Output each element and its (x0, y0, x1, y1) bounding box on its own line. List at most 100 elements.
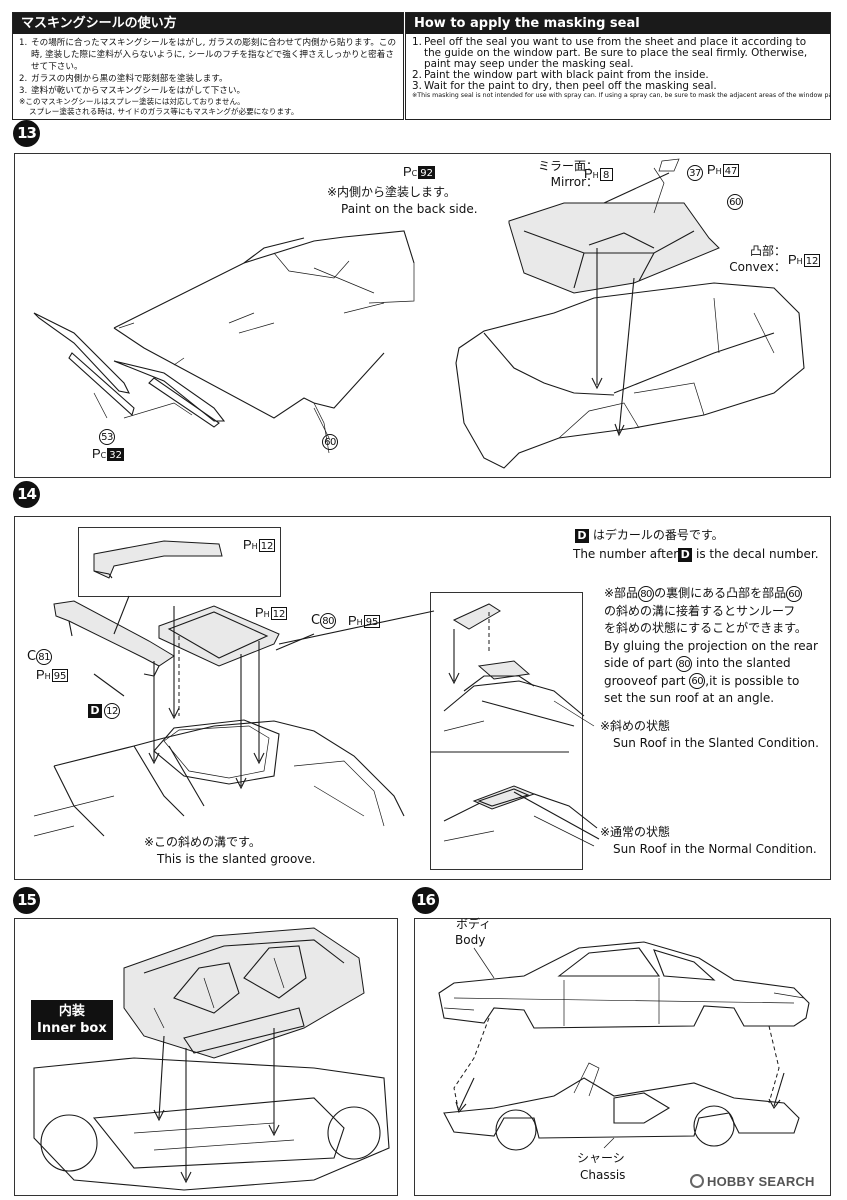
mirror-label-en: Mirror： (550, 175, 598, 189)
normal-condition-en: Sun Roof in the Normal Condition. (613, 842, 817, 856)
step-14-badge: 14 (13, 481, 40, 508)
decal-symbol: D (575, 528, 589, 543)
step-13-panel (14, 153, 831, 478)
note-text: ,it is possible to (705, 673, 800, 688)
paint-code-prefix: P (243, 537, 252, 552)
paint-code-prefix: P (403, 164, 412, 179)
step-13-windshield-drawing (33, 158, 805, 469)
step-14-panel (14, 516, 831, 880)
paint-code-number: 8 (599, 168, 613, 181)
paint-code-prefix: P (348, 613, 357, 628)
step-text: Wait for the paint to dry, then peel off… (424, 80, 717, 92)
part-sprue-letter: C (27, 649, 37, 664)
angle-note-line: side of part 80 into the slanted (604, 655, 818, 673)
note-text: into the slanted (696, 656, 791, 670)
masking-note-en: ※This masking seal is not intended for u… (412, 92, 831, 99)
paint-code-type: C (100, 451, 107, 460)
paint-code-type: H (592, 171, 599, 180)
mirror-label-jp: ミラー面： (537, 159, 598, 173)
groove-note-jp: ※この斜めの溝です。 (144, 835, 261, 849)
paint-code-prefix: P (36, 667, 45, 682)
decal-note-en-text: The number after (573, 547, 679, 561)
step-15-interior-drawing (33, 927, 390, 1191)
hobby-search-watermark: HOBBY SEARCH (690, 1174, 815, 1189)
masking-steps-jp: 1.その場所に合ったマスキングシールをはがし, ガラスの彫刻に合わせて内側から貼… (19, 37, 397, 97)
step-14-sunroof-drawing (33, 540, 600, 847)
paint-code-number: 12 (803, 254, 821, 267)
note-text: ※部品 (604, 586, 639, 600)
body-label-en: Body (455, 933, 486, 947)
masking-title-en: How to apply the masking seal (406, 13, 830, 34)
part-number: 60 (786, 585, 803, 602)
masking-note-jp-2: スプレー塗装される時は, サイドのガラス等にもマスキングが必要になります。 (29, 106, 299, 116)
inner-box-label-jp: 内装 (58, 1004, 85, 1019)
spoiler-inset (78, 527, 281, 597)
masking-instructions-jp: マスキングシールの使い方 1.その場所に合ったマスキングシールをはがし, ガラス… (12, 12, 404, 120)
masking-steps-en: 1.Peel off the seal you want to use from… (412, 37, 824, 92)
back-side-note-en: Paint on the back side. (341, 202, 478, 216)
decal-note-jp: D はデカールの番号です。 (575, 527, 724, 544)
paint-code-type: C (411, 169, 418, 178)
note-text: side of part (604, 656, 673, 670)
body-label-jp: ボディ (456, 917, 492, 931)
chassis-label-en: Chassis (580, 1168, 626, 1182)
step-text: ガラスの内側から黒の塗料で彫刻部を塗装します。 (31, 74, 228, 84)
masking-note-jp-1: ※このマスキングシールはスプレー塗装には対応しておりません。 (19, 97, 245, 106)
sunroof-condition-inset (430, 592, 583, 870)
step-index: 1. (412, 36, 422, 48)
part-number: 80 (638, 585, 655, 602)
back-side-note-jp: ※内側から塗装します。 (327, 185, 456, 199)
masking-step-jp: 1.その場所に合ったマスキングシールをはがし, ガラスの彫刻に合わせて内側から貼… (19, 37, 397, 73)
paint-code-type: H (263, 610, 270, 619)
decal-note-jp-text: はデカールの番号です。 (592, 528, 724, 542)
step-16-panel (414, 918, 831, 1196)
step-16-assembly-drawing (438, 941, 810, 1151)
part-sprue-letter: C (311, 613, 321, 628)
paint-code-number: 12 (270, 607, 288, 620)
paint-code-type: H (356, 618, 363, 627)
paint-code-type: H (796, 257, 803, 266)
step-index: 3. (412, 80, 422, 92)
slanted-condition-en: Sun Roof in the Slanted Condition. (613, 736, 819, 750)
decal-note-en-text: is the decal number. (696, 547, 819, 561)
step-13-badge: 13 (13, 120, 40, 147)
paint-code-number: 95 (363, 615, 381, 628)
angle-note-line: grooveof part 60,it is possible to (604, 673, 818, 691)
part-number: 53 (99, 428, 115, 445)
note-text: grooveof part (604, 673, 686, 688)
step-text: Peel off the seal you want to use from t… (424, 36, 808, 70)
paint-code-prefix: P (584, 166, 593, 181)
part-60-callout: 60 (322, 431, 338, 450)
part-number: 80 (676, 655, 693, 672)
part-53-callout: 53 (99, 426, 115, 445)
paint-code-prefix: P (788, 252, 797, 267)
chassis-label-jp: シャーシ (577, 1151, 625, 1165)
paint-code-type: H (251, 542, 258, 551)
watermark-text: HOBBY SEARCH (707, 1174, 815, 1189)
note-text: の裏側にある凸部を部品 (654, 586, 787, 600)
step-15-panel (14, 918, 398, 1196)
angle-note-line: set the sun roof at an angle. (604, 691, 775, 705)
part-number: 60 (322, 433, 338, 450)
masking-step-en: 2.Paint the window part with black paint… (412, 70, 824, 81)
part-37-callout: 37 (687, 162, 703, 181)
paint-code-prefix: P (707, 162, 716, 177)
part-number: 37 (687, 164, 703, 181)
decal-symbol: D (678, 547, 693, 562)
angle-note-line: の斜めの溝に接着するとサンルーフ (604, 603, 796, 618)
masking-step-jp: 3.塗料が乾いてからマスキングシールをはがして下さい。 (19, 85, 397, 97)
paint-code-number: 47 (722, 164, 740, 177)
step-index: 2. (19, 74, 28, 84)
